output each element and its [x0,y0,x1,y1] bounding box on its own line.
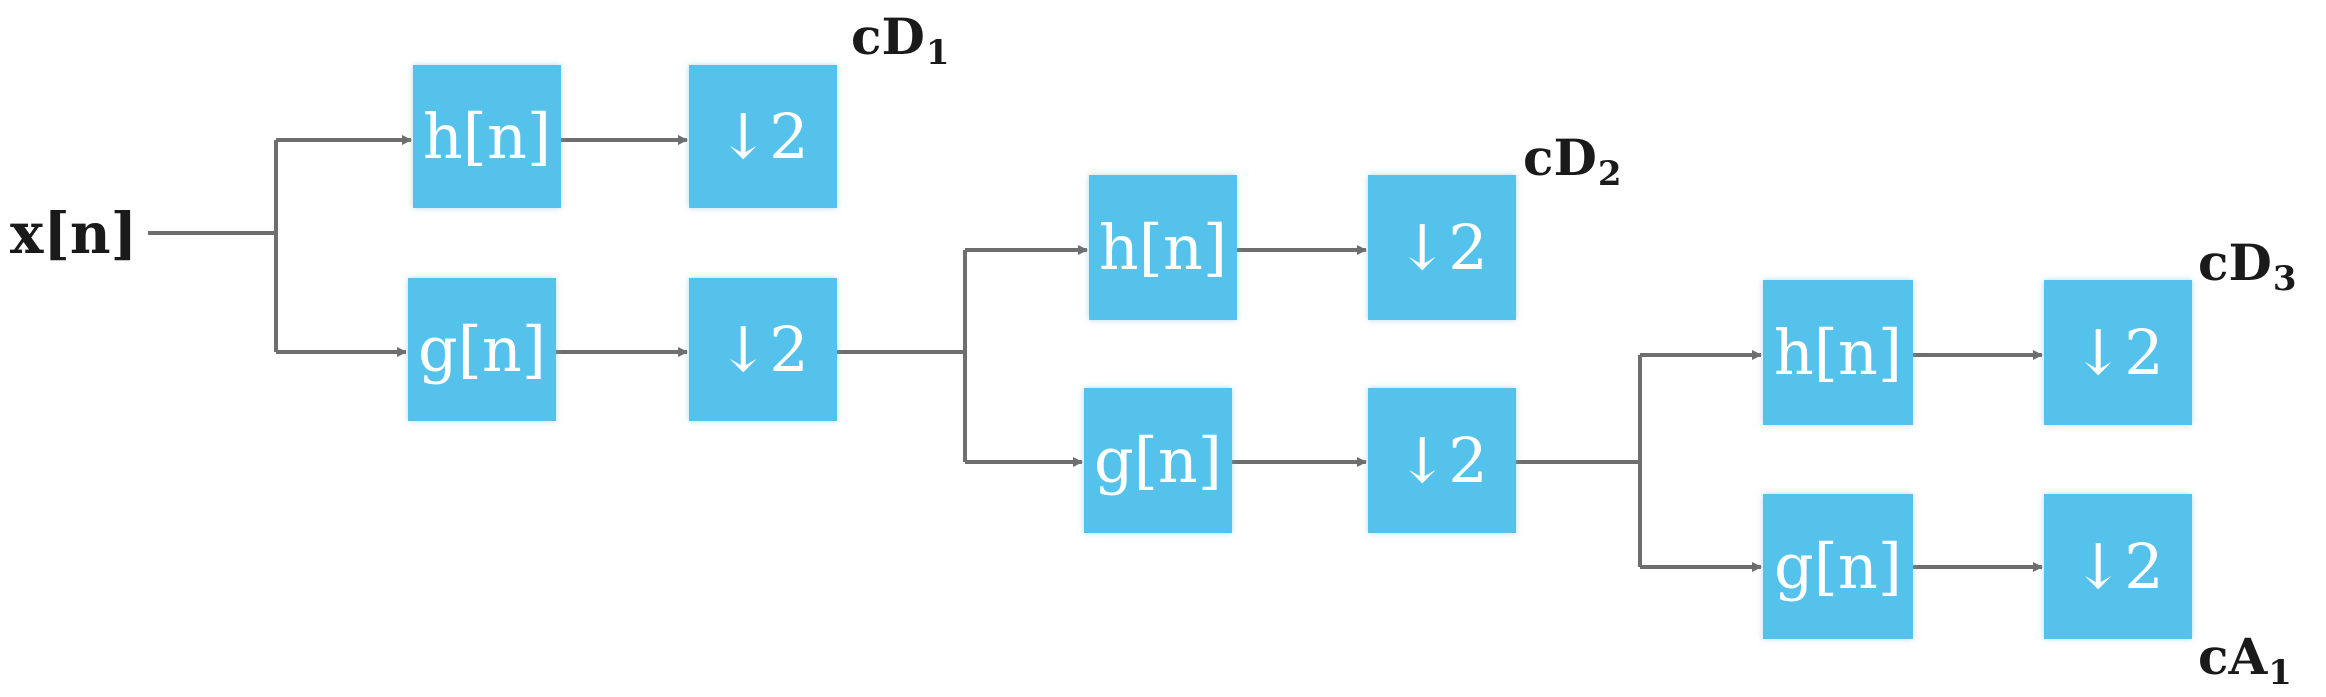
level1-lowpass-downsampler: ↓2 [689,278,837,421]
level3-highpass-filter: h[n] [1763,280,1913,425]
level3-highpass-downsampler: ↓2 [2044,280,2192,425]
level2-detail-output-base: cD [1523,128,1597,187]
level3-approx-output-base: cA [2198,627,2268,686]
level1-detail-output-label: cD1 [851,12,950,73]
level3-detail-output-sub: 3 [2272,259,2297,299]
level1-highpass-filter: h[n] [413,65,561,208]
input-signal-label: x[n] [10,201,138,267]
level3-approx-output-sub: 1 [2268,653,2292,693]
level1-detail-output-sub: 1 [925,33,950,73]
level1-highpass-downsampler: ↓2 [689,65,837,208]
level1-detail-output-base: cD [851,7,925,66]
level2-highpass-downsampler: ↓2 [1368,175,1516,320]
level3-lowpass-filter: g[n] [1763,494,1913,639]
level2-lowpass-filter: g[n] [1084,388,1232,533]
level2-detail-output-label: cD2 [1523,133,1622,194]
level2-detail-output-sub: 2 [1597,154,1622,194]
level3-lowpass-downsampler: ↓2 [2044,494,2192,639]
level3-approx-output-label: cA1 [2198,632,2292,693]
level3-detail-output-base: cD [2198,233,2272,292]
level2-lowpass-downsampler: ↓2 [1368,388,1516,533]
level1-lowpass-filter: g[n] [408,278,556,421]
level2-highpass-filter: h[n] [1089,175,1237,320]
level3-detail-output-label: cD3 [2198,238,2297,299]
